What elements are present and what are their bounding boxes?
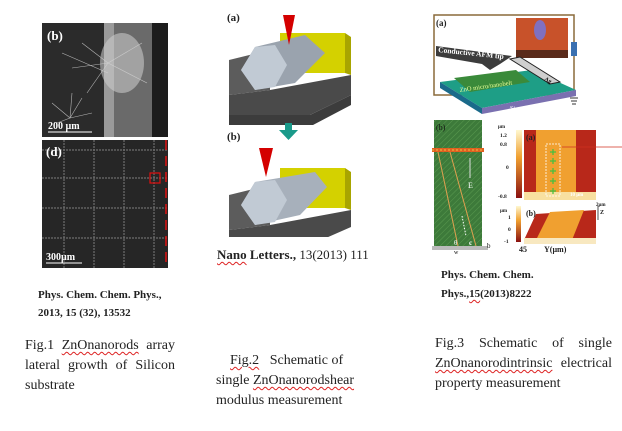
fig1-caption: Fig.1 ZnOnanorods array lateral growth o… — [25, 336, 175, 396]
fig3-reference-citation: Phys.,15(2013)8222 — [441, 285, 611, 304]
fig3-map-b-axis-label: Y(µm) — [544, 245, 567, 254]
fig3-reference-journal: Phys. Chem. Chem. — [441, 269, 534, 281]
fig3-caption-flagged-word: ZnOnanorodintrinsic — [435, 356, 553, 371]
fig2-panel-a-label: (a) — [227, 12, 240, 24]
fig2-caption: Fig.2 Schematic of single ZnOnanorodshea… — [216, 331, 376, 431]
fig3-panel-a-label: (a) — [436, 18, 447, 28]
fig1-sem-panel-d: (d) 300µm — [42, 140, 168, 268]
fig3-caption-prefix: Fig.3 Schematic of single — [435, 336, 612, 351]
fig3-w-label: w — [454, 250, 459, 254]
fig3-b-label: b — [487, 242, 491, 250]
fig2-reference-citation: 13(2013) 111 — [296, 247, 369, 262]
fig3-theta-label: θ — [454, 239, 458, 247]
fig3-afm-maps-panel: (a) µm 1.2 0.8 0 -0.8 10 µm (b) µm 1 0 -… — [498, 125, 622, 245]
fig1-caption-rest: array lateral growth of Silicon substrat… — [25, 338, 175, 393]
fig1-panel-d-label: (d) — [46, 144, 62, 159]
fig3-si-label: Si — [510, 106, 515, 112]
fig2-transition-arrow-icon — [279, 123, 298, 140]
fig3-reference: Phys. Chem. Chem. Phys.,15(2013)8222 — [441, 266, 611, 304]
fig3-map-a-tick-1: 1.2 — [500, 133, 507, 139]
figure-2: (a) (b) Nano Letters., 13(2013) 111 — [210, 0, 420, 408]
figure-3: (a) Conductive AFM tip ZnO micro/nanobel… — [420, 0, 622, 405]
figure-1: (b) 200 µm (d) 300µm Phys. Chem. Chem. P… — [0, 0, 210, 405]
fig3-map-b-unit: µm — [500, 209, 508, 214]
fig1-reference-citation: 2013, 15 (32), 13532 — [38, 307, 131, 319]
fig1-reference: Phys. Chem. Chem. Phys., 2013, 15 (32), … — [38, 287, 208, 321]
fig3-afm-setup-panel: (a) Conductive AFM tip ZnO micro/nanobel… — [433, 14, 578, 114]
fig3-caption: Fig.3 Schematic of single ZnOnanorodintr… — [435, 334, 612, 394]
fig3-reference-volume: 15 — [469, 288, 481, 300]
fig3-map-b-tick-3: -1 — [504, 239, 509, 245]
fig3-reference-journal-end: Phys., — [441, 288, 470, 300]
fig3-map-b-z-label: Z — [600, 210, 604, 216]
fig2-caption-spacer — [259, 353, 270, 368]
fig2-reference-journal: Letters., — [246, 247, 297, 262]
fig3-map-b-label: (b) — [526, 209, 536, 218]
fig2-reference-journal-flagged: Nano — [217, 247, 247, 262]
fig3-panel-b-label: (b) — [436, 123, 446, 132]
fig1-caption-flagged-word: ZnOnanorods — [61, 338, 139, 353]
fig2-panel-b-label: (b) — [227, 131, 241, 143]
fig2-caption-text: Schematic of single — [216, 353, 347, 388]
fig3-ag-label: Ag — [543, 77, 552, 86]
fig2-caption-flagged-word: ZnOnanorodshear — [252, 373, 355, 388]
fig1-caption-prefix: Fig.1 — [25, 338, 62, 353]
fig1-scale-bar-300: 300µm — [46, 252, 76, 263]
fig2-reference: Nano Letters., 13(2013) 111 — [217, 247, 369, 263]
fig3-map-b-tick-2: 0 — [508, 227, 511, 233]
fig1-sem-panel-b: (b) 200 µm — [42, 23, 168, 137]
fig3-map-a-tick-3: 0 — [506, 165, 509, 171]
fig1-reference-journal: Phys. Chem. Chem. Phys., — [38, 289, 162, 301]
fig3-map-a-unit: µm — [498, 125, 506, 130]
fig1-scale-bar-200: 200 µm — [48, 121, 80, 132]
fig3-c-label: c — [469, 239, 472, 247]
fig3-map-a-tick-2: 0.8 — [500, 142, 507, 148]
fig3-map-b-axis-tick: 45 — [519, 245, 527, 254]
fig3-map-a-scale-bar: 10 µm — [570, 193, 584, 198]
fig3-nanobelt-panel: (b) E θ c b w — [432, 120, 491, 254]
fig3-map-a-label: (a) — [526, 133, 536, 142]
fig3-caption-rest: electrical property measurement — [435, 356, 612, 391]
fig1-panel-b-label: (b) — [47, 28, 63, 43]
fig2-schematic: (a) (b) — [227, 12, 351, 237]
fig3-field-e-label: E — [468, 181, 473, 190]
fig2-panel-b-drawing — [229, 148, 351, 237]
fig2-caption-prefix: Fig.2 — [230, 353, 260, 368]
fig3-map-b-tick-1: 1 — [508, 215, 511, 221]
fig3-sio2-label: SiO2 — [446, 100, 458, 106]
fig3-map-a-tick-4: -0.8 — [498, 194, 507, 200]
fig3-map-b-z-scale: 2µm — [596, 203, 606, 208]
fig3-reference-year-page: (2013)8222 — [480, 288, 532, 300]
fig2-panel-a-drawing — [229, 15, 351, 125]
fig2-caption-rest: modulus measurement — [216, 373, 362, 408]
